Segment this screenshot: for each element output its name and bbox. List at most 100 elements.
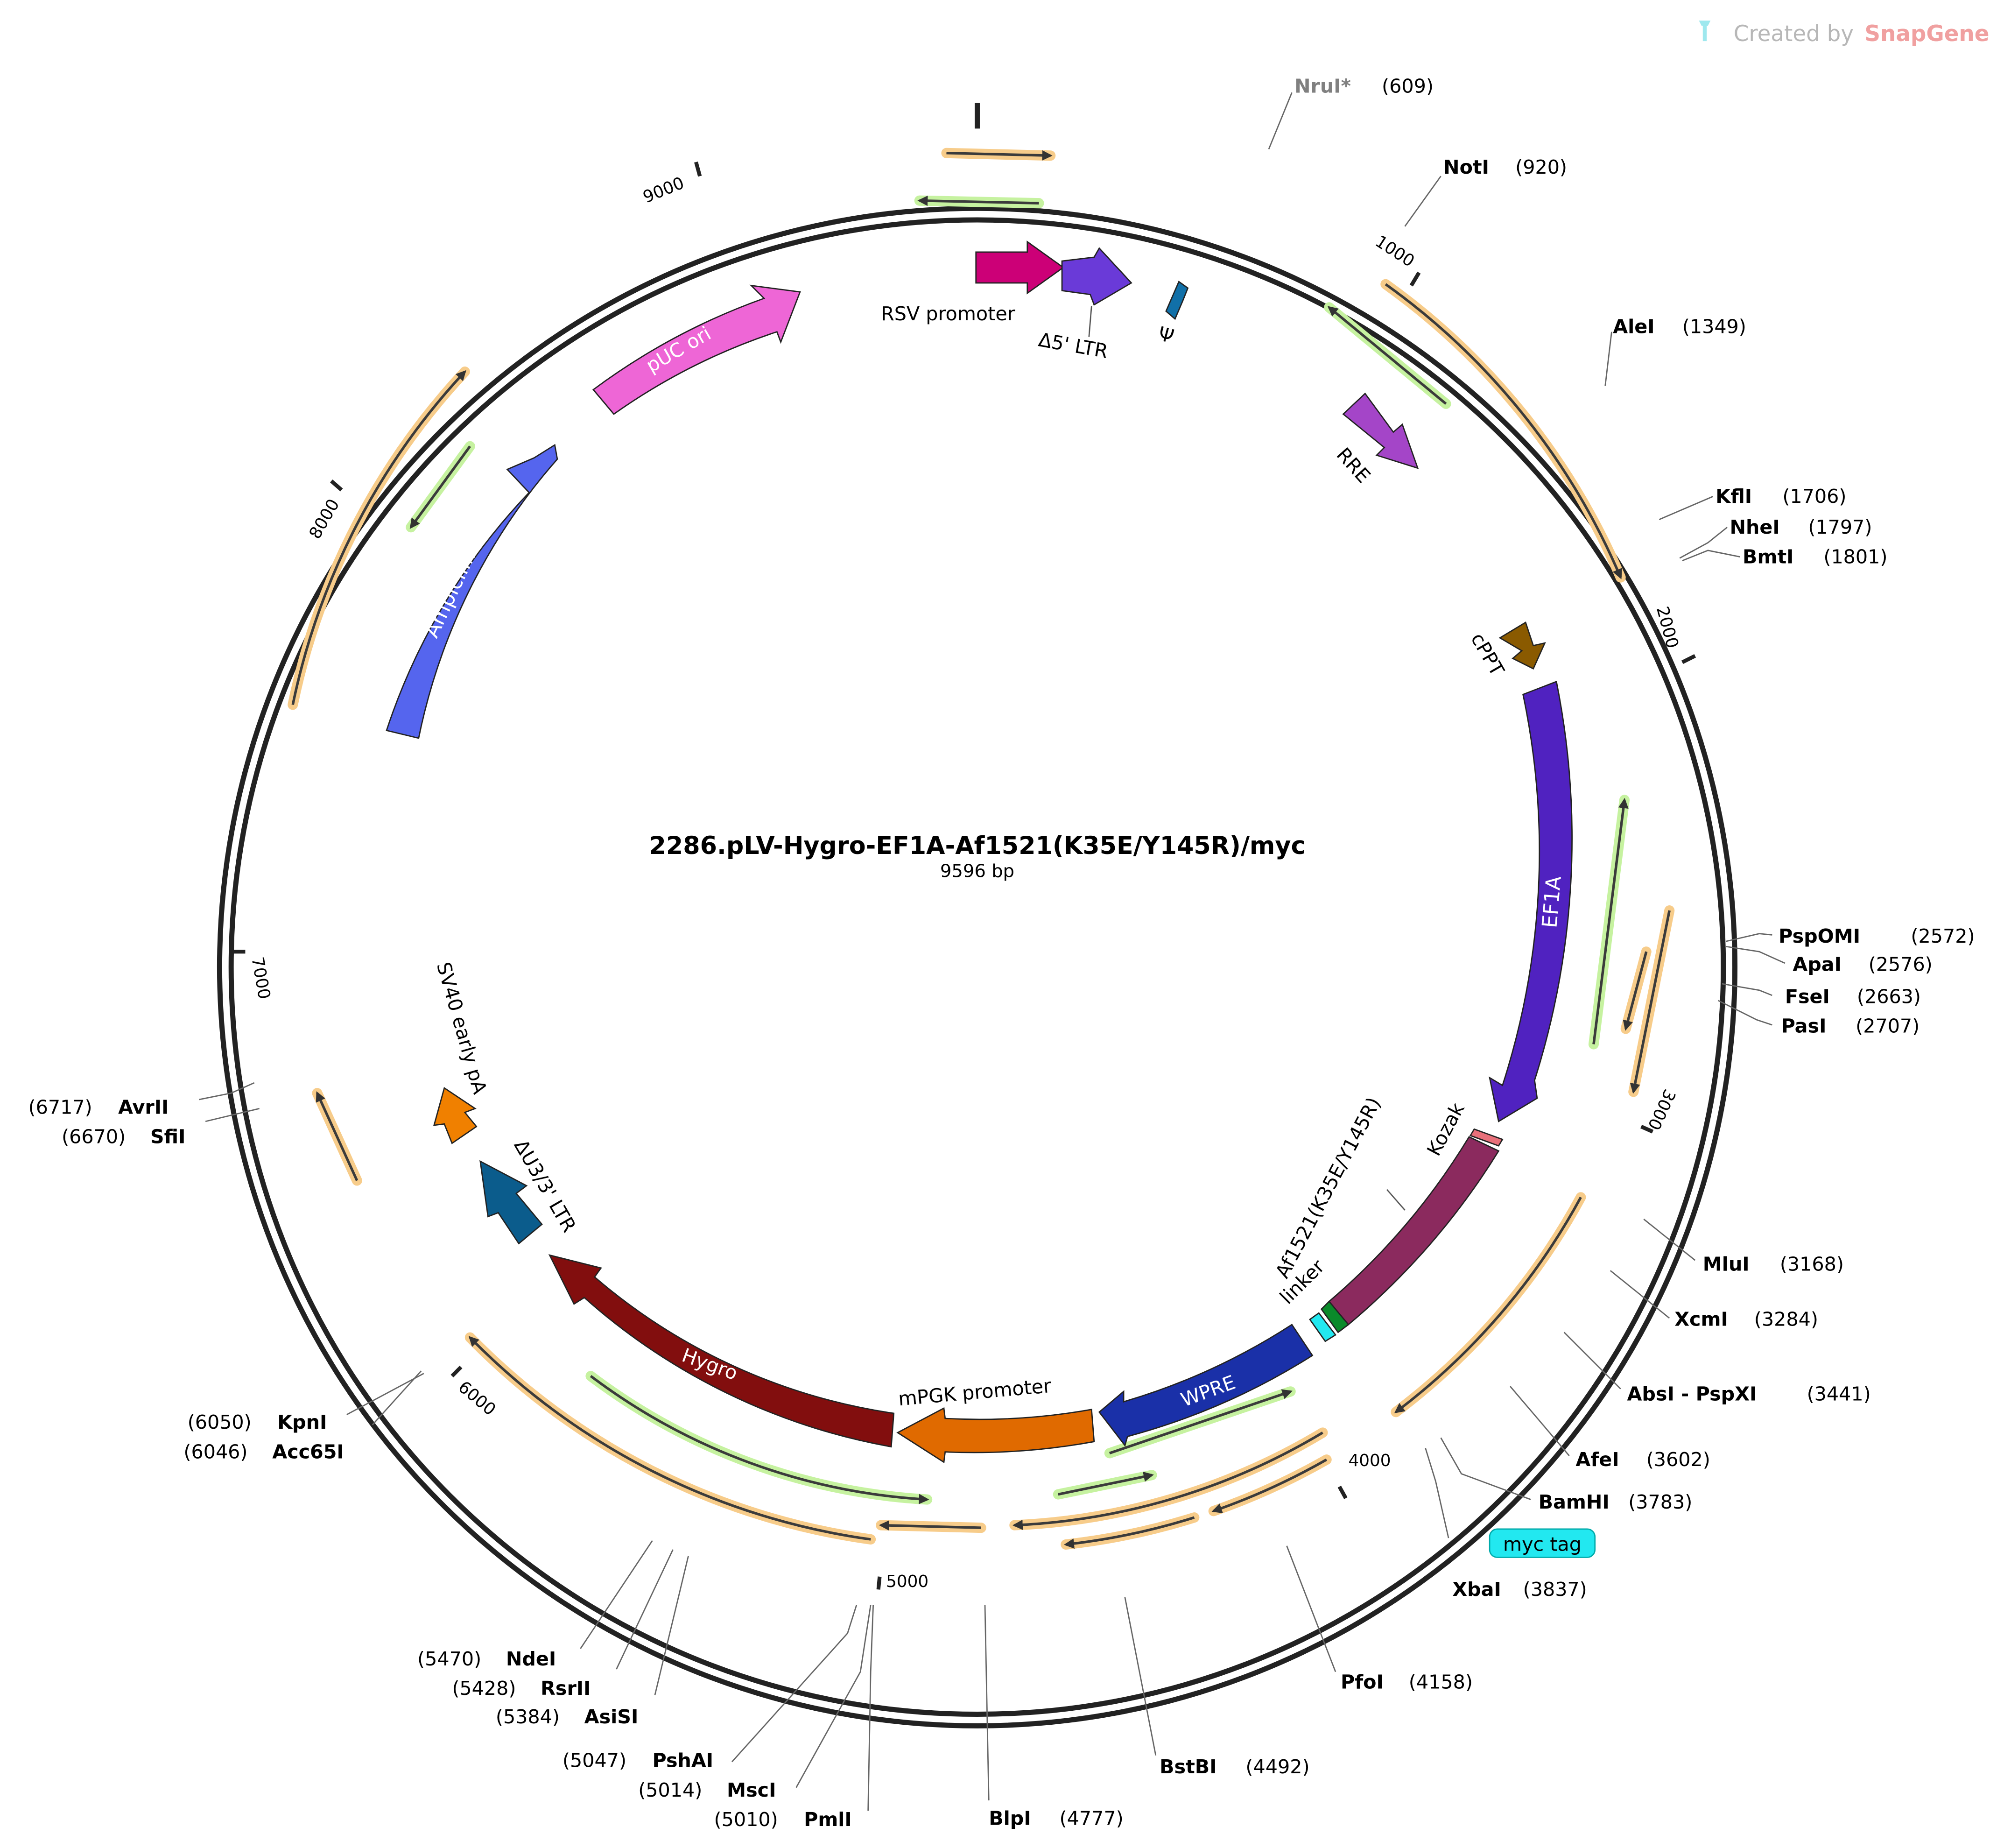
features [386, 240, 1573, 1464]
site-xbai: XbaI (3837) [1452, 1578, 1587, 1601]
tick-7000: 7000 [232, 950, 274, 1001]
feature-wpre [1098, 1324, 1314, 1447]
feature-psi [1165, 281, 1189, 320]
tick-label-9000: 9000 [640, 173, 687, 207]
svg-text:(2707): (2707) [1856, 1015, 1920, 1037]
svg-text:BlpI: BlpI [989, 1807, 1031, 1829]
svg-text:AsiSI: AsiSI [584, 1706, 639, 1728]
snapgene-watermark: Created by SnapGene [1699, 21, 1989, 47]
restriction-sites: NruI*(609) NotI(920) AleI(1349) KflI(170… [28, 75, 1975, 1831]
svg-text:(5384): (5384) [496, 1706, 560, 1728]
feature-af1521 [1328, 1136, 1500, 1326]
site-noti: NotI (920) [1443, 156, 1567, 178]
svg-text:(3783): (3783) [1628, 1491, 1692, 1513]
backbone [217, 103, 1738, 1728]
feature-rsv-promoter [975, 240, 1065, 295]
site-pshai: (5047)PshAI [563, 1749, 713, 1771]
site-bamhi: BamHI (3783) [1539, 1491, 1693, 1513]
tick-label-5000: 5000 [886, 1572, 928, 1591]
feature-ef1a [1489, 680, 1573, 1122]
tick-label-2000: 2000 [1652, 605, 1682, 651]
label-rsv-promoter: RSV promoter [881, 303, 1015, 325]
site-fsei: FseI(2663) [1785, 985, 1921, 1008]
tick-8000: 8000 [306, 480, 344, 542]
feature-ampicillin [386, 444, 558, 739]
svg-text:BmtI: BmtI [1743, 545, 1793, 568]
svg-text:AvrII: AvrII [118, 1096, 169, 1118]
myc-tag-badge: myc tag [1489, 1528, 1596, 1558]
svg-text:KpnI: KpnI [277, 1411, 327, 1433]
svg-text:NotI: NotI [1443, 156, 1489, 178]
tick-1000: 1000 [1372, 232, 1421, 287]
site-nhei: NheI (1797) [1730, 516, 1872, 538]
svg-text:(1801): (1801) [1823, 545, 1887, 568]
svg-text:(1797): (1797) [1808, 516, 1872, 538]
site-afei: AfeI(3602) [1575, 1448, 1710, 1471]
orf-track [288, 148, 1675, 1550]
svg-text:BamHI: BamHI [1539, 1491, 1610, 1513]
site-mlui: MluI(3168) [1703, 1253, 1844, 1275]
tick-label-7000: 7000 [247, 955, 274, 1001]
svg-text:NruI*: NruI* [1294, 75, 1351, 97]
site-pasi: PasI (2707) [1781, 1015, 1920, 1037]
svg-text:AleI: AleI [1613, 315, 1654, 338]
svg-text:BstBI: BstBI [1160, 1756, 1216, 1778]
svg-text:NheI: NheI [1730, 516, 1780, 538]
svg-text:(4158): (4158) [1409, 1671, 1473, 1693]
svg-text:Acc65I: Acc65I [272, 1440, 344, 1463]
label-sv40-pa: SV40 early pA [432, 959, 491, 1096]
svg-text:PasI: PasI [1781, 1015, 1827, 1037]
svg-text:(6670): (6670) [62, 1126, 126, 1148]
svg-text:PfoI: PfoI [1341, 1671, 1384, 1693]
site-bmti: BmtI (1801) [1743, 545, 1887, 568]
label-5ltr: Δ5' LTR [1037, 328, 1110, 362]
svg-text:AbsI - PspXI: AbsI - PspXI [1627, 1382, 1757, 1405]
site-asisi: (5384) AsiSI [496, 1706, 638, 1728]
site-acc65i: (6046) Acc65I [183, 1440, 344, 1463]
site-kpni: (6050) KpnI [188, 1411, 327, 1433]
tick-label-3000: 3000 [1644, 1086, 1679, 1133]
feature-rre [1342, 392, 1419, 469]
label-rre: RRE [1332, 444, 1375, 487]
svg-text:(2663): (2663) [1857, 985, 1921, 1008]
svg-text:(5470): (5470) [417, 1648, 481, 1670]
feature-mpgk-promoter [896, 1407, 1095, 1464]
svg-text:XbaI: XbaI [1452, 1578, 1501, 1601]
svg-text:(2572): (2572) [1911, 925, 1975, 947]
svg-text:(5428): (5428) [452, 1677, 516, 1700]
feature-5ltr [1061, 247, 1132, 306]
svg-text:(5047): (5047) [563, 1749, 626, 1771]
feature-cppt [1498, 621, 1546, 670]
watermark-prefix: Created by [1734, 21, 1854, 47]
site-avrii: (6717)AvrII [28, 1096, 169, 1118]
svg-text:NdeI: NdeI [506, 1648, 556, 1670]
svg-text:PspOMI: PspOMI [1779, 925, 1860, 947]
myc-tag-label: myc tag [1503, 1533, 1582, 1556]
site-pspomi: PspOMI (2572) [1779, 925, 1975, 947]
svg-text:(1349): (1349) [1682, 315, 1746, 338]
svg-text:AfeI: AfeI [1575, 1448, 1619, 1471]
feature-myc-tag [1309, 1312, 1337, 1342]
svg-text:(3284): (3284) [1754, 1308, 1818, 1331]
tick-label-8000: 8000 [306, 496, 344, 542]
label-af1521: Af1521(K35E/Y145R) [1271, 1093, 1385, 1282]
svg-text:XcmI: XcmI [1674, 1308, 1728, 1331]
svg-text:(3837): (3837) [1523, 1578, 1587, 1601]
site-ndei: (5470) NdeI [417, 1648, 556, 1670]
feature-linker [1320, 1300, 1350, 1333]
svg-text:(6050): (6050) [188, 1411, 252, 1433]
svg-text:(6046): (6046) [183, 1440, 247, 1463]
site-pfoi: PfoI (4158) [1341, 1671, 1473, 1693]
watermark-brand: SnapGene [1864, 21, 1989, 47]
svg-text:PmlI: PmlI [804, 1808, 852, 1831]
svg-text:MluI: MluI [1703, 1253, 1750, 1275]
site-bstbi: BstBI(4492) [1160, 1756, 1309, 1778]
tick-2000: 2000 [1652, 605, 1696, 664]
primer-track [406, 195, 1630, 1505]
site-blpi: BlpI(4777) [989, 1807, 1123, 1829]
site-kfli: KflI(1706) [1716, 485, 1846, 508]
svg-text:(920): (920) [1515, 156, 1567, 178]
plasmid-size: 9596 bp [940, 861, 1014, 882]
tick-4000: 4000 [1337, 1451, 1391, 1499]
